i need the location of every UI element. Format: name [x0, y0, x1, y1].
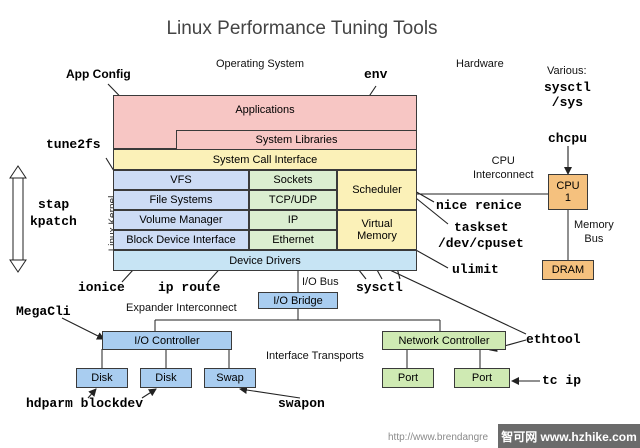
block-device-interface-label: Block Device Interface — [126, 234, 236, 246]
system-libraries-box: System Libraries — [176, 130, 417, 149]
swap-box: Swap — [204, 368, 256, 388]
watermark-logo[interactable]: 智可网 www.hzhike.com — [498, 424, 640, 448]
block-device-interface-box: Block Device Interface — [113, 230, 249, 250]
tcp-udp-label: TCP/UDP — [268, 194, 318, 206]
volume-manager-box: Volume Manager — [113, 210, 249, 230]
hardware-label: Hardware — [456, 58, 504, 70]
tool-tc-ip: tc ip — [542, 373, 582, 388]
system-call-interface-box: System Call Interface — [113, 149, 417, 170]
disk-label: Disk — [155, 372, 177, 384]
cpu-interconnect-label: CPU Interconnect — [473, 155, 534, 181]
tool-sysctl-sys: sysctl /sys — [544, 80, 591, 110]
interface-transports-label: Interface Transports — [266, 350, 364, 362]
tool-hdparm-blockdev: hdparm blockdev — [26, 396, 144, 411]
applications-label: Applications — [235, 104, 295, 116]
scheduler-box: Scheduler — [337, 170, 417, 210]
file-systems-box: File Systems — [113, 190, 249, 210]
vfs-label: VFS — [170, 174, 192, 186]
tool-env: env — [364, 67, 388, 82]
virtual-memory-label: Virtual Memory — [357, 218, 397, 242]
tool-app-config: App Config — [66, 67, 131, 81]
port-box-1: Port — [382, 368, 434, 388]
cpu-label: CPU 1 — [556, 180, 580, 204]
disk-label: Disk — [91, 372, 113, 384]
hdparm-arrow — [87, 388, 97, 399]
tool-ip-route: ip route — [158, 280, 221, 295]
io-controller-box: I/O Controller — [102, 331, 232, 350]
tool-ulimit: ulimit — [452, 262, 499, 277]
file-systems-label: File Systems — [149, 194, 213, 206]
tool-cpuset: /dev/cpuset — [438, 236, 524, 251]
disk-box-1: Disk — [76, 368, 128, 388]
various-label: Various: — [547, 65, 587, 77]
tool-taskset: taskset — [454, 220, 509, 235]
tool-swapon: swapon — [278, 396, 325, 411]
vfs-box: VFS — [113, 170, 249, 190]
ethernet-box: Ethernet — [249, 230, 337, 250]
virtual-memory-box: Virtual Memory — [337, 210, 417, 250]
port-box-2: Port — [454, 368, 510, 388]
io-bridge-box: I/O Bridge — [258, 292, 338, 309]
network-controller-box: Network Controller — [382, 331, 506, 350]
system-libraries-label: System Libraries — [255, 134, 338, 146]
swapon-arrow — [239, 386, 301, 399]
device-drivers-box: Device Drivers — [113, 250, 417, 271]
sockets-box: Sockets — [249, 170, 337, 190]
tool-ethtool: ethtool — [526, 332, 581, 347]
ip-label: IP — [287, 214, 299, 226]
dram-box: DRAM — [542, 260, 594, 280]
io-bridge-label: I/O Bridge — [273, 294, 323, 307]
ethernet-label: Ethernet — [272, 234, 314, 246]
io-bus-label: I/O Bus — [302, 276, 339, 288]
tool-chcpu: chcpu — [548, 131, 588, 146]
device-drivers-label: Device Drivers — [229, 254, 301, 267]
network-controller-label: Network Controller — [398, 334, 490, 347]
io-controller-label: I/O Controller — [134, 334, 200, 347]
swap-label: Swap — [216, 372, 244, 384]
disk-box-2: Disk — [140, 368, 192, 388]
tool-nice-renice: nice renice — [436, 198, 522, 213]
cpu-box: CPU 1 — [548, 174, 588, 210]
volume-manager-label: Volume Manager — [139, 214, 223, 226]
watermark-url: http://www.brendangre — [388, 432, 489, 443]
tool-tune2fs: tune2fs — [46, 137, 101, 152]
tool-megacli: MegaCli — [16, 304, 71, 319]
tool-ionice: ionice — [78, 280, 125, 295]
sockets-label: Sockets — [273, 174, 313, 186]
ip-box: IP — [249, 210, 337, 230]
dram-label: DRAM — [551, 264, 585, 276]
system-call-interface-label: System Call Interface — [212, 153, 318, 166]
memory-bus-label: Memory Bus — [574, 219, 614, 245]
tool-sysctl: sysctl — [356, 280, 403, 295]
operating-system-label: Operating System — [216, 58, 305, 70]
diagram-title: Linux Performance Tuning Tools — [166, 18, 438, 39]
port-label: Port — [397, 372, 419, 384]
scheduler-label: Scheduler — [352, 184, 402, 196]
blockdev-arrow — [141, 388, 157, 399]
tool-kpatch: kpatch — [30, 214, 77, 229]
port-label: Port — [471, 372, 493, 384]
megacli-arrow — [61, 317, 105, 340]
tool-stap: stap — [38, 197, 70, 212]
tcp-udp-box: TCP/UDP — [249, 190, 337, 210]
expander-interconnect-label: Expander Interconnect — [126, 302, 237, 314]
